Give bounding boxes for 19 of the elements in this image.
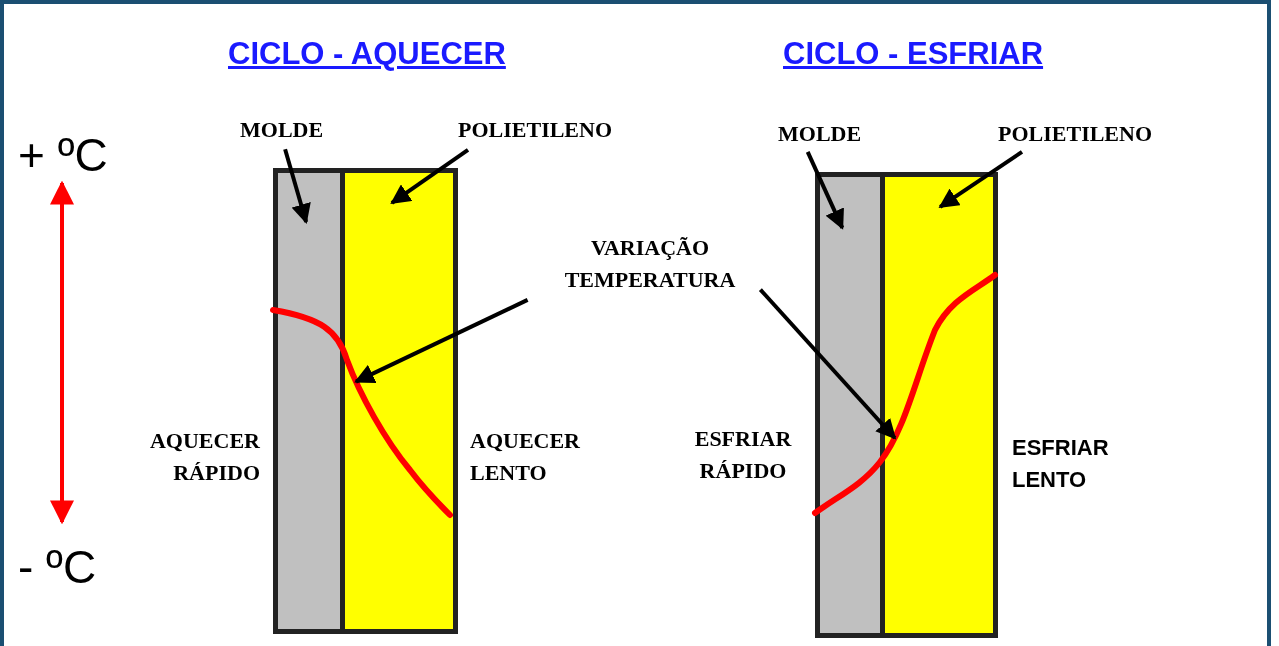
region-label: AQUECER LENTO [470,427,581,487]
heading: CICLO - ESFRIAR [783,35,1044,73]
part-label: MOLDE [778,118,888,150]
temperature-label: - ºC [18,540,97,594]
region-label: AQUECER RÁPIDO [149,427,260,487]
region-label: ESFRIAR LENTO [1012,434,1110,494]
part-label: POLIETILENO [458,114,658,146]
heading: CICLO - AQUECER [228,35,506,73]
leader-line [938,150,1024,209]
leader-line [354,298,529,384]
leader-line [390,148,470,205]
temperature-curve [270,307,453,518]
region-label: ESFRIAR RÁPIDO [693,425,793,485]
part-label: MOLDE [240,114,350,146]
part-label: VARIAÇÃO TEMPERATURA [530,232,770,296]
temperature-label: + ºC [18,128,108,182]
temperature-curve [812,272,998,516]
leader-line [758,288,897,440]
part-label: POLIETILENO [998,118,1198,150]
